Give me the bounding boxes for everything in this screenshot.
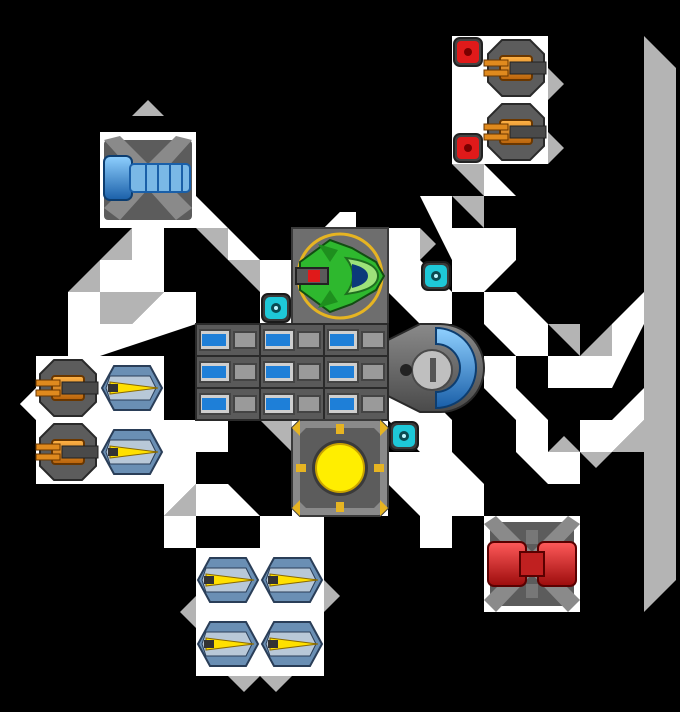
cargo-canister-icon xyxy=(323,355,389,389)
teal-power-node-icon[interactable] xyxy=(261,293,291,323)
corridor-segment xyxy=(68,292,196,356)
orange-gun-turret-icon[interactable] xyxy=(35,359,99,417)
cargo-canister-icon xyxy=(195,323,261,357)
wall-segment xyxy=(180,596,196,628)
red-thruster[interactable] xyxy=(484,516,580,612)
orange-gun-turret-icon[interactable] xyxy=(483,103,547,161)
teal-power-node-icon[interactable] xyxy=(421,261,451,291)
wall-segment xyxy=(100,228,132,260)
wall-segment xyxy=(260,420,292,452)
shield-generator[interactable] xyxy=(103,136,192,220)
wall-segment xyxy=(548,436,580,452)
red-mine-icon[interactable] xyxy=(453,133,483,163)
corridor-segment xyxy=(196,484,260,516)
corridor-segment xyxy=(292,516,324,548)
wall-segment xyxy=(100,292,164,324)
corridor-segment xyxy=(164,516,196,548)
corridor-segment xyxy=(260,516,292,548)
green-ship-icon xyxy=(295,238,386,314)
orange-gun-turret-icon[interactable] xyxy=(483,39,547,97)
yellow-missile-launcher-icon[interactable] xyxy=(100,365,164,411)
corridor-segment xyxy=(100,228,164,292)
cargo-canister-icon xyxy=(195,355,261,389)
right-hull-wall xyxy=(644,36,676,612)
reactor-module[interactable] xyxy=(291,419,389,517)
bridge-module[interactable] xyxy=(291,227,389,325)
corridor-segment xyxy=(548,356,580,388)
wall-segment xyxy=(260,676,292,692)
corridor-segment xyxy=(164,420,196,516)
corridor-segment xyxy=(388,452,484,516)
cargo-canister-icon xyxy=(323,323,389,357)
yellow-missile-launcher-icon[interactable] xyxy=(260,621,324,667)
corridor-segment xyxy=(420,516,452,548)
yellow-missile-launcher-icon[interactable] xyxy=(196,621,260,667)
wall-segment xyxy=(132,100,164,116)
red-thruster-icon xyxy=(487,530,577,598)
wall-segment xyxy=(420,228,436,260)
cargo-canister-icon xyxy=(259,323,325,357)
yellow-missile-launcher-icon[interactable] xyxy=(260,557,324,603)
wall-segment xyxy=(548,68,564,100)
mine-group xyxy=(453,37,483,163)
red-mine-icon[interactable] xyxy=(453,37,483,67)
cargo-canister-icon xyxy=(259,387,325,421)
cargo-bay[interactable] xyxy=(195,323,389,421)
missile-group xyxy=(100,365,324,667)
orange-gun-turret-icon[interactable] xyxy=(35,423,99,481)
dome-engine-icon xyxy=(435,326,477,410)
cargo-canister-icon xyxy=(323,387,389,421)
corridor-segment xyxy=(484,292,548,356)
wall-segment xyxy=(548,132,564,164)
turret-group xyxy=(35,39,547,481)
corridor-segment xyxy=(324,212,356,228)
wall-segment xyxy=(196,228,228,260)
corridor-segment xyxy=(196,420,228,452)
wall-segment xyxy=(452,196,484,228)
corridor-segment xyxy=(228,228,260,260)
corridor-segment xyxy=(580,292,644,388)
wall-segment xyxy=(324,580,340,612)
wall-segment xyxy=(580,452,612,468)
cargo-canister-icon xyxy=(195,387,261,421)
teal-power-node-icon[interactable] xyxy=(389,421,419,451)
corridor-segment xyxy=(20,388,36,420)
corridor-segment xyxy=(196,196,228,228)
wall-segment xyxy=(452,164,484,196)
corridor-segment xyxy=(580,388,644,452)
yellow-reactor-icon xyxy=(315,443,365,493)
corridor-segment xyxy=(388,228,452,324)
wall-segment xyxy=(228,676,260,692)
engine-module[interactable] xyxy=(387,323,485,413)
wall-segment xyxy=(548,324,580,356)
power-node-group xyxy=(261,261,451,451)
cargo-canister-icon xyxy=(259,355,325,389)
corridor-segment xyxy=(516,420,580,484)
corridor-segment xyxy=(484,356,516,388)
corridor-segment xyxy=(484,164,516,196)
yellow-missile-launcher-icon[interactable] xyxy=(100,429,164,475)
corridor-segment xyxy=(484,388,548,420)
yellow-missile-launcher-icon[interactable] xyxy=(196,557,260,603)
wall-segment xyxy=(580,324,612,356)
blue-shield-generator-icon xyxy=(103,155,191,201)
corridor-segment xyxy=(452,228,516,292)
wall-segment xyxy=(228,260,260,292)
